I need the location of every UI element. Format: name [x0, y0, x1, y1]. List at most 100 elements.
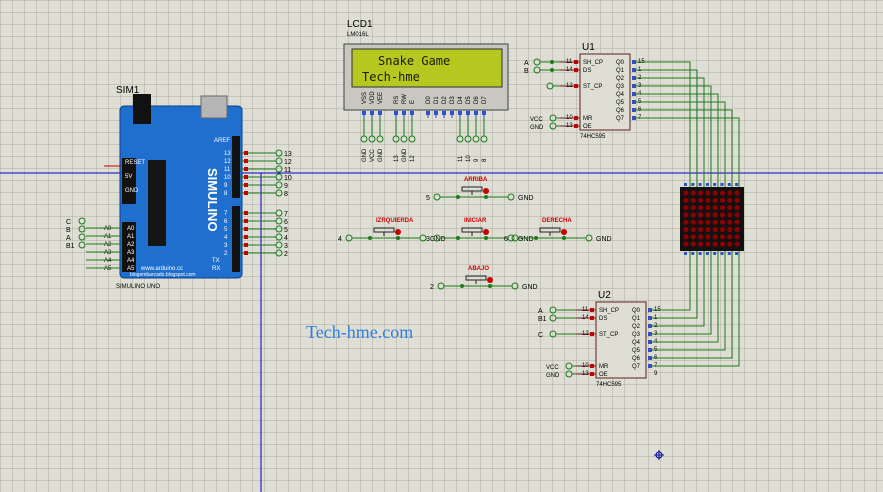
matrix-led: [734, 226, 740, 233]
button-node-derecha: [562, 236, 566, 240]
u1-power-label: GND: [530, 125, 544, 131]
button-pin-izquierda: 4: [338, 236, 342, 243]
button-cap-derecha[interactable]: [539, 227, 561, 233]
pin-marker: [244, 183, 248, 187]
button-gnd-terminal-iniciar: [507, 234, 515, 242]
shift_u1-left-marker: [574, 68, 578, 72]
lcd-terminal-label: GND: [378, 148, 384, 162]
digital-terminal-label: 5: [284, 227, 288, 234]
button-cap-abajo[interactable]: [465, 275, 487, 281]
u1-input-terminal: [533, 58, 541, 66]
shift_u1-left-marker: [574, 116, 578, 120]
lcd-terminal-label: 11: [458, 155, 464, 162]
matrix-led: [690, 241, 696, 247]
u2-matrix-wire: [652, 251, 719, 343]
power-pin-label: GND: [125, 188, 139, 194]
matrix-led: [727, 212, 733, 218]
analog-terminal-label: A: [66, 235, 71, 242]
u2-stcp-label: C: [538, 332, 543, 339]
pin-marker: [244, 219, 248, 223]
power-pin-label: 5V: [125, 174, 132, 180]
analog-pin-outer-label: A5: [104, 266, 112, 272]
digital-pin-num: 8: [224, 191, 228, 197]
pin-marker: [244, 235, 248, 239]
lcd-pin-label: VDD: [370, 91, 376, 104]
lcd-model: LM016L: [347, 32, 369, 38]
shift_u2-ref: U2: [598, 290, 611, 301]
pin-marker: [244, 243, 248, 247]
shift_u2-output-label: Q5: [632, 348, 641, 354]
matrix-led: [719, 241, 726, 247]
lcd-pin-label: E: [410, 100, 416, 104]
shift_u2-output-marker: [648, 316, 652, 320]
u2-input-label: A: [538, 308, 543, 315]
lcd-terminal: [480, 135, 488, 143]
matrix-led: [719, 226, 726, 233]
matrix-led: [712, 205, 718, 211]
lcd-pin-label: VSS: [362, 92, 368, 104]
watermark-text: Tech-hme.com: [306, 322, 414, 342]
matrix-leds: [683, 183, 740, 255]
lcd-pin-marker: [450, 111, 454, 115]
button-cap-arriba[interactable]: [461, 186, 483, 192]
matrix-led: [727, 241, 733, 247]
matrix-led: [712, 219, 718, 225]
arduino-component[interactable]: SIM1 SIMULINO www.arduino.cc blogembarca…: [66, 85, 292, 290]
matrix-led: [705, 205, 711, 211]
analog-terminal: [78, 217, 86, 225]
u1-matrix-wire: [636, 101, 726, 187]
lcd-terminal-label: 8: [482, 158, 488, 162]
button-name-izquierda: IZRQUIERDA: [376, 218, 414, 224]
u2-power-terminal: [565, 370, 573, 378]
button-node-iniciar: [484, 236, 488, 240]
button-cap-izquierda[interactable]: [373, 227, 395, 233]
analog-pin-label: A0: [127, 226, 135, 232]
shift_u2-output-label: Q2: [632, 324, 641, 330]
shift_u2-output-marker: [648, 364, 652, 368]
lcd-terminal-label: 10: [466, 155, 472, 162]
button-gnd-terminal-abajo: [511, 282, 519, 290]
shift_u1-left-pin: MR: [583, 116, 593, 122]
shift_u2-left-marker: [590, 372, 594, 376]
matrix-pin-bottom: [705, 252, 709, 255]
u1-power-label: VCC: [530, 117, 543, 123]
u1-matrix-wire: [636, 85, 712, 187]
matrix-led: [690, 197, 696, 203]
matrix-pin-top: [705, 183, 709, 186]
u1-input-label: B: [524, 68, 529, 75]
arduino-ref: SIM1: [116, 85, 140, 96]
header-bottom: [232, 206, 240, 272]
u1-matrix-wire: [636, 61, 691, 187]
pin-marker: [244, 211, 248, 215]
lcd-pin-marker: [370, 111, 374, 115]
button-gnd-terminal-izquierda: [419, 234, 427, 242]
button-node-abajo: [488, 284, 492, 288]
lcd-pin-marker: [394, 111, 398, 115]
button-name-derecha: DERECHA: [542, 218, 572, 224]
led-matrix[interactable]: [680, 183, 744, 255]
power-pin-label: RESET: [125, 160, 145, 166]
button-cap-iniciar[interactable]: [461, 227, 483, 233]
lcd-pin-marker: [410, 111, 414, 115]
u1-stcp-terminal: [546, 82, 554, 90]
lcd-pin-label: D1: [434, 96, 440, 104]
button-gnd-iniciar: GND: [518, 236, 534, 243]
shift_u1-model: 74HC595: [580, 134, 606, 140]
lcd-pin-marker: [402, 111, 406, 115]
lcd-terminal-label: GND: [362, 148, 368, 162]
shift_u2-extra-num: 9: [654, 371, 658, 377]
analog-pin-outer-label: A0: [104, 226, 112, 232]
shift_u1-output-label: Q1: [616, 68, 625, 74]
u2-input-terminal: [549, 314, 557, 322]
shift_u2-body: [595, 301, 647, 379]
matrix-pin-bottom: [713, 252, 717, 255]
matrix-led: [712, 234, 718, 240]
tx-label: TX: [212, 258, 220, 264]
